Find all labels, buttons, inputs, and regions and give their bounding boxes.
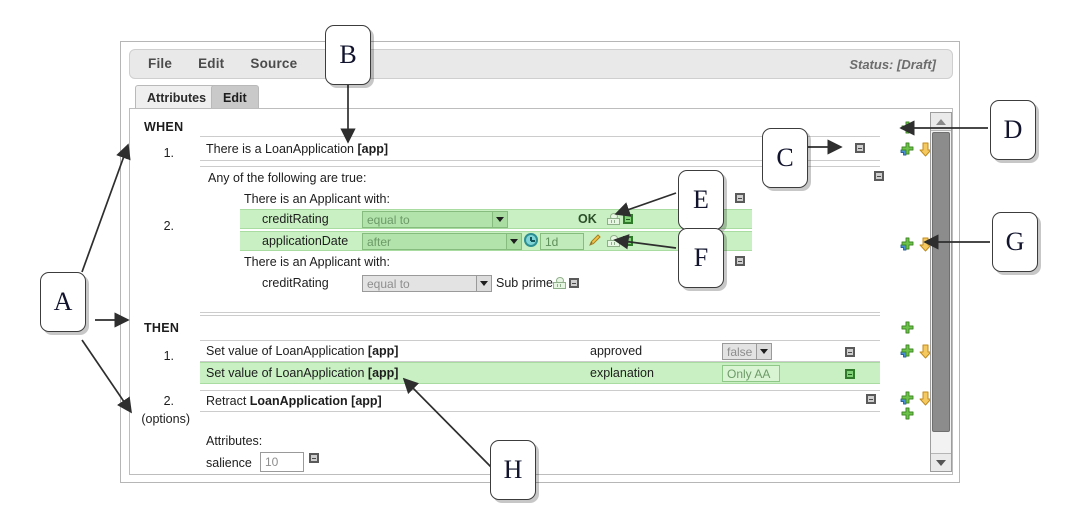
constraint-2-operator-select[interactable]: after	[362, 233, 522, 250]
constraint-3-operator-select[interactable]: equal to	[362, 275, 492, 292]
tab-bar: Attributes Edit	[129, 85, 953, 109]
delete-action-3-icon[interactable]	[866, 394, 876, 404]
action-row-1-value: false	[727, 344, 753, 359]
menu-source[interactable]: Source	[250, 56, 298, 71]
action-row-2-text: Set value of LoanApplication [app]	[206, 366, 398, 380]
action-row-1-label: Set value of LoanApplication	[206, 344, 368, 358]
action-row-3[interactable]	[200, 390, 880, 412]
action-row-1-binding: [app]	[367, 344, 399, 358]
attributes-heading: Attributes:	[206, 434, 263, 448]
vertical-scrollbar[interactable]	[930, 112, 952, 472]
add-below-when-row-1-icon[interactable]	[900, 142, 915, 157]
callout-g: G	[992, 212, 1038, 272]
constraint-3-operator-value: equal to	[367, 276, 410, 291]
action-row-3-binding: LoanApplication [app]	[249, 394, 382, 408]
delete-action-1-icon[interactable]	[845, 347, 855, 357]
chevron-down-icon[interactable]	[506, 234, 521, 249]
chevron-down-icon[interactable]	[756, 344, 771, 359]
template-key-icon[interactable]	[553, 277, 566, 289]
template-key-icon[interactable]	[607, 213, 620, 225]
constraint-1-field: creditRating	[262, 212, 329, 226]
then-label: THEN	[144, 321, 180, 335]
delete-when-row-2-icon[interactable]	[874, 171, 884, 181]
constraint-2-field: applicationDate	[262, 234, 349, 248]
delete-constraint-1-icon[interactable]	[623, 214, 633, 224]
when-row-2-number: 2.	[163, 219, 174, 233]
when-label: WHEN	[144, 120, 184, 134]
action-row-1[interactable]	[200, 340, 880, 362]
action-row-2-binding: [app]	[367, 366, 399, 380]
template-key-icon[interactable]	[607, 235, 620, 247]
scroll-up-arrow-icon[interactable]	[931, 113, 951, 131]
delete-pattern-1-icon[interactable]	[735, 193, 745, 203]
when-row-1-text: There is a LoanApplication [app]	[206, 142, 388, 156]
callout-d: D	[990, 100, 1036, 160]
scrollbar-thumb[interactable]	[932, 132, 950, 432]
delete-attribute-salience-icon[interactable]	[309, 453, 319, 463]
pattern-1-header: There is an Applicant with:	[244, 192, 390, 206]
constraint-3-field: creditRating	[262, 276, 329, 290]
clock-icon[interactable]	[524, 233, 538, 247]
action-row-1-text: Set value of LoanApplication [app]	[206, 344, 398, 358]
constraint-2-value-input[interactable]: 1d	[540, 233, 584, 250]
callout-c: C	[762, 128, 808, 188]
delete-constraint-2-icon[interactable]	[623, 236, 633, 246]
pattern-2-header: There is an Applicant with:	[244, 255, 390, 269]
add-then-action-icon[interactable]	[900, 321, 915, 336]
when-row-1-binding: [app]	[357, 142, 389, 156]
menu-edit[interactable]: Edit	[198, 56, 225, 71]
menu-items: File Edit Source	[148, 56, 297, 71]
chevron-down-icon[interactable]	[492, 212, 507, 227]
add-below-action-3-icon[interactable]	[900, 391, 915, 406]
when-row-1-number: 1.	[163, 146, 174, 160]
delete-pattern-2-icon[interactable]	[735, 256, 745, 266]
when-row-2-text: Any of the following are true:	[208, 171, 367, 185]
add-when-condition-icon[interactable]	[900, 121, 915, 136]
action-row-2-value-input[interactable]: Only AA	[722, 365, 780, 382]
when-row-1-label: There is a LoanApplication	[206, 142, 358, 156]
rule-editor-panel: WHEN 1. There is a LoanApplication [app]…	[129, 108, 953, 475]
when-then-divider	[200, 315, 880, 316]
delete-constraint-3-icon[interactable]	[569, 278, 579, 288]
pencil-icon[interactable]	[588, 233, 602, 247]
move-down-action-3-icon[interactable]	[918, 391, 933, 406]
action-row-2-label: Set value of LoanApplication	[206, 366, 368, 380]
tab-attributes[interactable]: Attributes	[135, 85, 219, 109]
constraint-2-operator-value: after	[367, 234, 392, 249]
callout-b: B	[325, 25, 371, 85]
menu-bar: File Edit Source Status: [Draft]	[129, 49, 953, 79]
action-row-2-field: explanation	[590, 366, 654, 380]
action-row-1-value-select[interactable]: false	[722, 343, 772, 360]
action-row-1-number: 1.	[163, 349, 174, 363]
chevron-down-icon[interactable]	[476, 276, 491, 291]
delete-when-row-1-icon[interactable]	[855, 143, 865, 153]
action-row-3-number: 2.	[163, 394, 174, 408]
action-row-3-text: Retract LoanApplication [app]	[206, 394, 382, 408]
attribute-salience-label: salience	[206, 456, 252, 470]
callout-a: A	[40, 272, 86, 332]
add-attribute-icon[interactable]	[900, 407, 915, 422]
action-row-2[interactable]	[200, 362, 880, 384]
constraint-1-operator-select[interactable]: equal to	[362, 211, 508, 228]
constraint-1-operator-value: equal to	[367, 212, 410, 227]
rule-editor-window: File Edit Source Status: [Draft] Attribu…	[120, 41, 960, 483]
status-badge: Status: [Draft]	[849, 57, 936, 72]
constraint-1-value[interactable]: OK	[578, 212, 597, 226]
callout-h: H	[490, 440, 536, 500]
tab-edit[interactable]: Edit	[211, 85, 259, 109]
move-down-when-row-1-icon[interactable]	[918, 142, 933, 157]
attribute-salience-input[interactable]: 10	[260, 452, 304, 472]
menu-file[interactable]: File	[148, 56, 173, 71]
constraint-3-value[interactable]: Sub prime	[496, 276, 553, 290]
delete-action-2-icon[interactable]	[845, 369, 855, 379]
callout-e: E	[678, 170, 724, 230]
action-row-1-field: approved	[590, 344, 643, 358]
callout-f: F	[678, 228, 724, 288]
options-label: (options)	[141, 412, 190, 426]
action-row-3-label: Retract	[206, 394, 250, 408]
scroll-down-arrow-icon[interactable]	[931, 453, 951, 471]
add-below-when-row-2-icon[interactable]	[900, 237, 915, 252]
add-below-action-1-icon[interactable]	[900, 344, 915, 359]
move-down-action-1-icon[interactable]	[918, 344, 933, 359]
